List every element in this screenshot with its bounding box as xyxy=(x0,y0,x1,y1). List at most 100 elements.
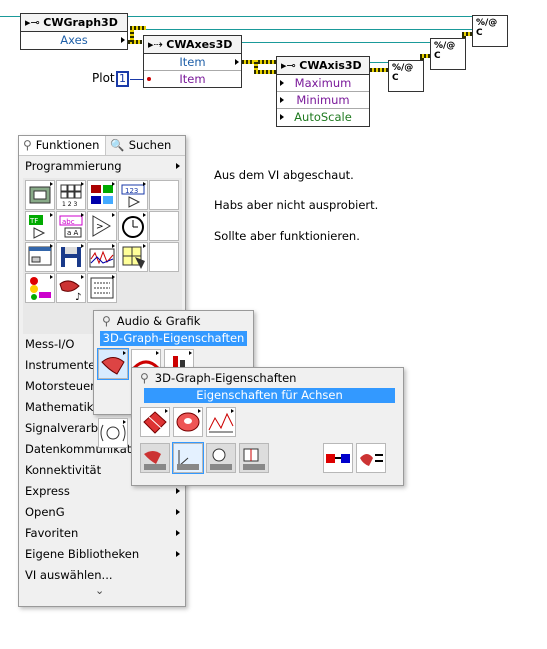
minimum-property[interactable]: Minimum xyxy=(277,92,369,109)
pin-icon[interactable]: ⚲ xyxy=(140,371,149,385)
array-icon[interactable]: 1 2 3 xyxy=(56,180,86,210)
numeric-icon[interactable]: 123 xyxy=(118,180,148,210)
item-property-input[interactable]: Item xyxy=(144,71,241,88)
palette-title: 3D-Graph-Eigenschaften xyxy=(154,371,297,385)
expand-more-icon[interactable]: ⌄ xyxy=(95,584,105,597)
svg-text:♪: ♪ xyxy=(75,292,81,302)
reference-icon: ▸⊸ xyxy=(281,59,300,72)
note-line: Aus dem VI abgeschaut. xyxy=(214,168,354,182)
category-vi-auswaehlen[interactable]: VI auswählen... xyxy=(19,565,185,586)
error-wire[interactable] xyxy=(242,42,432,43)
submenu-arrow-icon xyxy=(176,163,180,169)
axes-property-label: Axes xyxy=(60,33,88,47)
cwaxes3d-property-node[interactable]: ▸⇢ CWAxes3D Item Item xyxy=(143,35,242,88)
svg-text:TF: TF xyxy=(29,217,38,225)
input-terminal-icon xyxy=(147,77,151,81)
axis-properties-icon[interactable] xyxy=(172,442,204,474)
axis-properties-icon-row xyxy=(140,442,269,474)
item-label: Item xyxy=(179,72,206,86)
submenu-arrow-icon xyxy=(176,551,180,557)
refnum-wire[interactable] xyxy=(128,40,142,44)
svg-text:>: > xyxy=(96,222,104,232)
3d-graph-properties-palette[interactable]: ⚲ 3D-Graph-Eigenschaften Eigenschaften f… xyxy=(131,367,404,486)
category-eigene-bibliotheken[interactable]: Eigene Bibliotheken xyxy=(19,544,185,565)
maximum-property[interactable]: Maximum xyxy=(277,75,369,92)
error-wire[interactable] xyxy=(0,16,475,17)
comparison-icon[interactable]: > xyxy=(87,211,117,241)
torus-plot-icon[interactable] xyxy=(173,407,203,437)
data-conversion-icon[interactable] xyxy=(323,443,353,473)
refnum-wire[interactable] xyxy=(254,70,276,74)
svg-text:123: 123 xyxy=(125,187,138,195)
graph-type-icon-row xyxy=(140,407,236,437)
3d-graph-properties-icon[interactable] xyxy=(97,348,129,380)
svg-text:abc: abc xyxy=(62,218,75,226)
tab-functions[interactable]: ⚲ Funktionen xyxy=(19,136,107,155)
cursor-properties-icon[interactable] xyxy=(239,443,269,473)
file-io-icon[interactable] xyxy=(56,242,86,272)
refnum-wire[interactable] xyxy=(254,60,258,72)
refnum-wire[interactable] xyxy=(242,60,276,64)
pin-icon[interactable]: ⚲ xyxy=(23,138,32,152)
item-property-output[interactable]: Item xyxy=(144,54,241,71)
graph-properties-icon[interactable] xyxy=(140,443,170,473)
category-programmierung[interactable]: Programmierung xyxy=(19,156,185,177)
class-name-label: CWAxis3D xyxy=(299,59,362,72)
category-openg[interactable]: OpenG xyxy=(19,502,185,523)
autoscale-property[interactable]: AutoScale xyxy=(277,109,369,126)
line-plot-3d-icon[interactable] xyxy=(206,407,236,437)
application-control-icon[interactable] xyxy=(118,242,148,272)
pin-icon[interactable]: ⚲ xyxy=(102,314,111,328)
sound-icon[interactable] xyxy=(98,418,128,448)
refnum-wire[interactable] xyxy=(462,32,472,36)
selected-subpalette-label[interactable]: 3D-Graph-Eigenschaften xyxy=(100,331,247,346)
surface-plot-icon[interactable] xyxy=(140,407,170,437)
category-label: Express xyxy=(25,484,70,498)
error-wire[interactable] xyxy=(370,62,390,63)
waveform-icon[interactable] xyxy=(87,242,117,272)
svg-text:1 2 3: 1 2 3 xyxy=(62,201,77,208)
plot-constant[interactable]: 1 xyxy=(116,71,129,87)
category-label: Mess-I/O xyxy=(25,337,75,351)
palette-title-bar: ⚲ Audio & Grafik xyxy=(94,311,253,331)
class-name-label: CWGraph3D xyxy=(43,16,118,29)
refnum-wire[interactable] xyxy=(130,26,146,30)
category-label: OpenG xyxy=(25,505,65,519)
error-wire[interactable] xyxy=(135,29,475,30)
dialog-icon[interactable] xyxy=(25,242,55,272)
category-label: Favoriten xyxy=(25,526,79,540)
report-generation-icon[interactable] xyxy=(87,273,117,303)
refnum-wire[interactable] xyxy=(130,26,134,42)
category-favoriten[interactable]: Favoriten xyxy=(19,523,185,544)
plot-wire[interactable] xyxy=(130,79,144,80)
category-label: Eigene Bibliotheken xyxy=(25,547,140,561)
close-reference-node[interactable]: %/@ C xyxy=(472,15,508,47)
close-reference-glyph: %/@ C xyxy=(434,41,456,61)
category-label: VI auswählen... xyxy=(25,568,113,582)
plot-properties-icon[interactable] xyxy=(206,443,236,473)
palette-title-bar: ⚲ 3D-Graph-Eigenschaften xyxy=(132,368,403,388)
close-reference-node[interactable]: %/@ C xyxy=(388,60,424,92)
cwaxis3d-property-node[interactable]: ▸⊸ CWAxis3D Maximum Minimum AutoScale xyxy=(276,56,370,127)
selected-subpalette-label[interactable]: Eigenschaften für Achsen xyxy=(144,388,395,403)
graphics-sound-icon[interactable]: ♪ xyxy=(56,273,86,303)
close-reference-node[interactable]: %/@ C xyxy=(430,38,466,70)
plot-label: Plot xyxy=(92,71,115,85)
cwaxis3d-node-header: ▸⊸ CWAxis3D xyxy=(277,57,369,75)
tab-search[interactable]: 🔍 Suchen xyxy=(106,136,177,155)
synchronization-icon[interactable] xyxy=(25,273,55,303)
timing-icon[interactable] xyxy=(118,211,148,241)
boolean-icon[interactable]: TF xyxy=(25,211,55,241)
category-label: Mathematik xyxy=(25,400,94,414)
submenu-arrow-icon xyxy=(176,530,180,536)
cwgraph3d-property-node[interactable]: ▸⊸ CWGraph3D Axes xyxy=(20,13,128,50)
refnum-wire[interactable] xyxy=(420,54,430,58)
axes-property[interactable]: Axes xyxy=(21,32,127,49)
refnum-wire[interactable] xyxy=(370,68,388,72)
category-express[interactable]: Express xyxy=(19,481,185,502)
cluster-icon[interactable] xyxy=(87,180,117,210)
structures-icon[interactable] xyxy=(25,180,55,210)
graph-equals-icon[interactable] xyxy=(356,443,386,473)
